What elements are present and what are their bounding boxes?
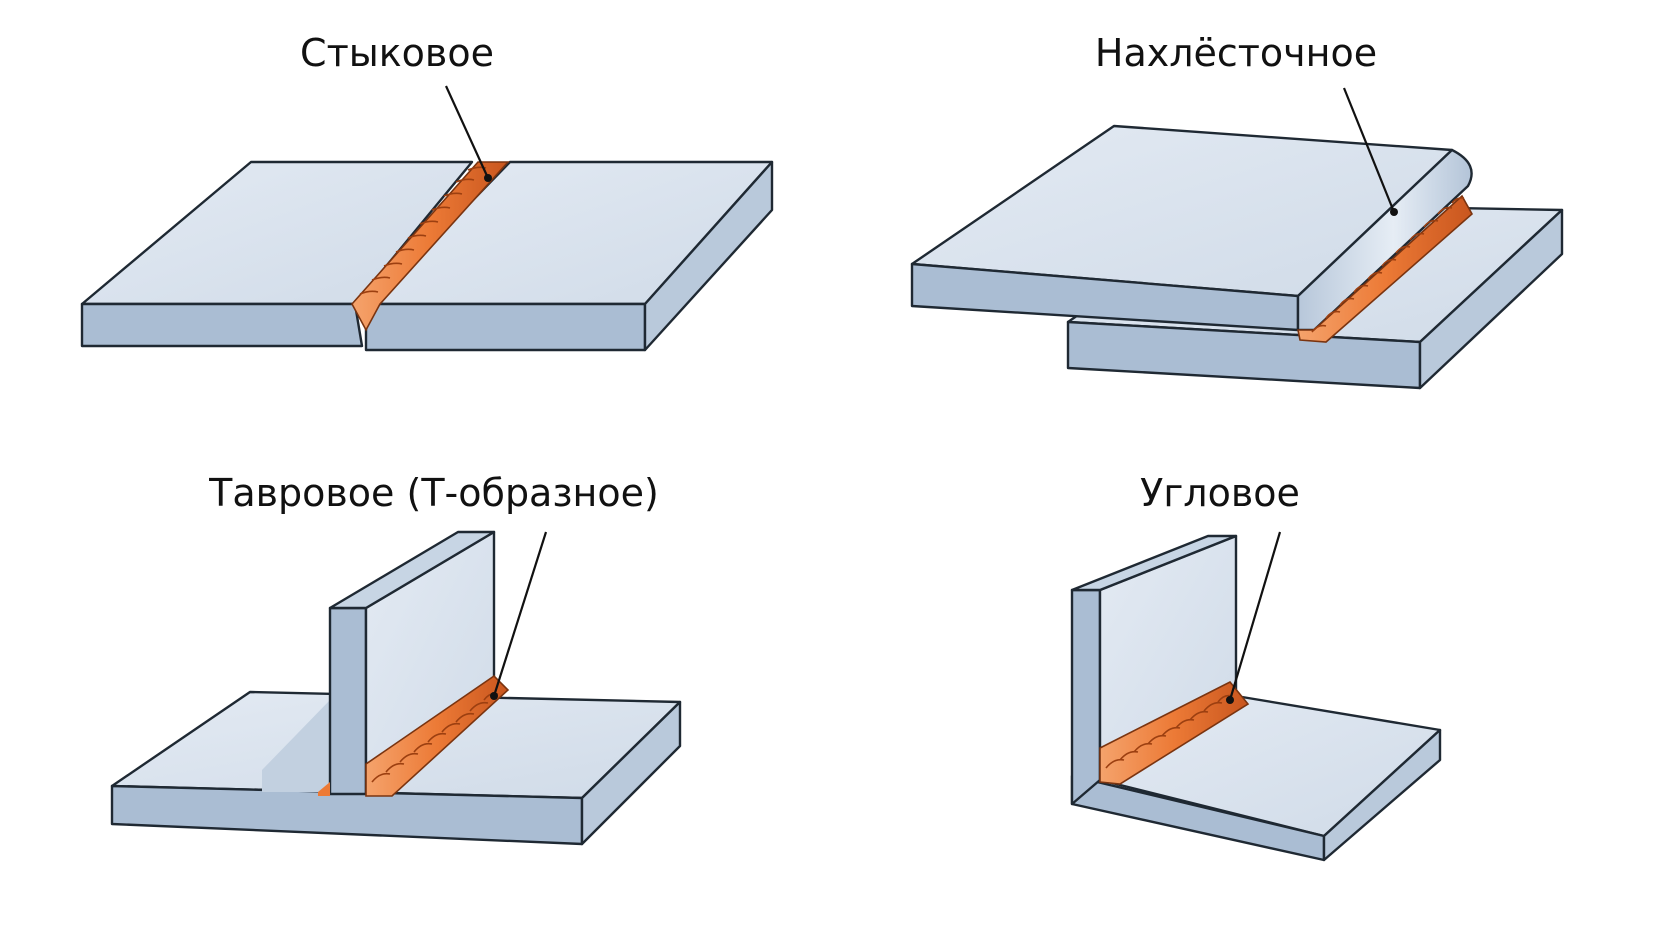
tee-weld-bead xyxy=(365,674,510,797)
tee-leader-dot xyxy=(490,692,498,700)
butt-left-plate-front xyxy=(80,302,364,348)
corner-leader-dot xyxy=(1226,696,1234,704)
tee-stem-front xyxy=(328,606,368,796)
butt-weld-bead xyxy=(351,161,510,332)
lap-leader-line xyxy=(1342,87,1396,213)
lap-joint: Нахлёсточное xyxy=(910,31,1564,390)
corner-base-plate-side xyxy=(1322,728,1442,862)
butt-right-plate-side xyxy=(643,160,774,352)
tee-weld-toe-left xyxy=(318,782,330,796)
lap-bottom-plate-side xyxy=(1418,208,1564,390)
corner-joint-label: Угловое xyxy=(1140,471,1300,515)
butt-leader-line xyxy=(444,85,490,179)
lap-leader-dot xyxy=(1390,208,1398,216)
lap-weld-ripples xyxy=(1311,197,1465,333)
lap-joint-label: Нахлёсточное xyxy=(1095,31,1377,75)
tee-leader-line xyxy=(492,531,548,697)
tee-stem-shadow xyxy=(262,700,330,792)
lap-top-plate-rounded-edge xyxy=(1296,148,1473,332)
corner-vertical-plate-front xyxy=(1070,588,1102,806)
tee-stem-top xyxy=(328,530,496,610)
butt-joint-label: Стыковое xyxy=(300,31,494,75)
tee-base-plate-side xyxy=(580,700,682,846)
corner-leader-line xyxy=(1228,531,1282,701)
corner-joint: Угловое xyxy=(1070,471,1442,862)
butt-leader-dot xyxy=(484,174,492,182)
corner-weld-bead xyxy=(1099,680,1250,785)
butt-right-plate-front xyxy=(364,302,647,352)
butt-weld-ripples xyxy=(359,166,487,295)
corner-weld-ripples xyxy=(1105,694,1233,769)
butt-joint: Стыковое xyxy=(80,31,774,352)
tee-joint-label: Тавровое (Т-образное) xyxy=(208,471,659,515)
tee-joint: Тавровое (Т-образное) xyxy=(110,471,682,846)
corner-vertical-plate-top xyxy=(1070,534,1238,592)
tee-weld-ripples xyxy=(371,692,499,783)
